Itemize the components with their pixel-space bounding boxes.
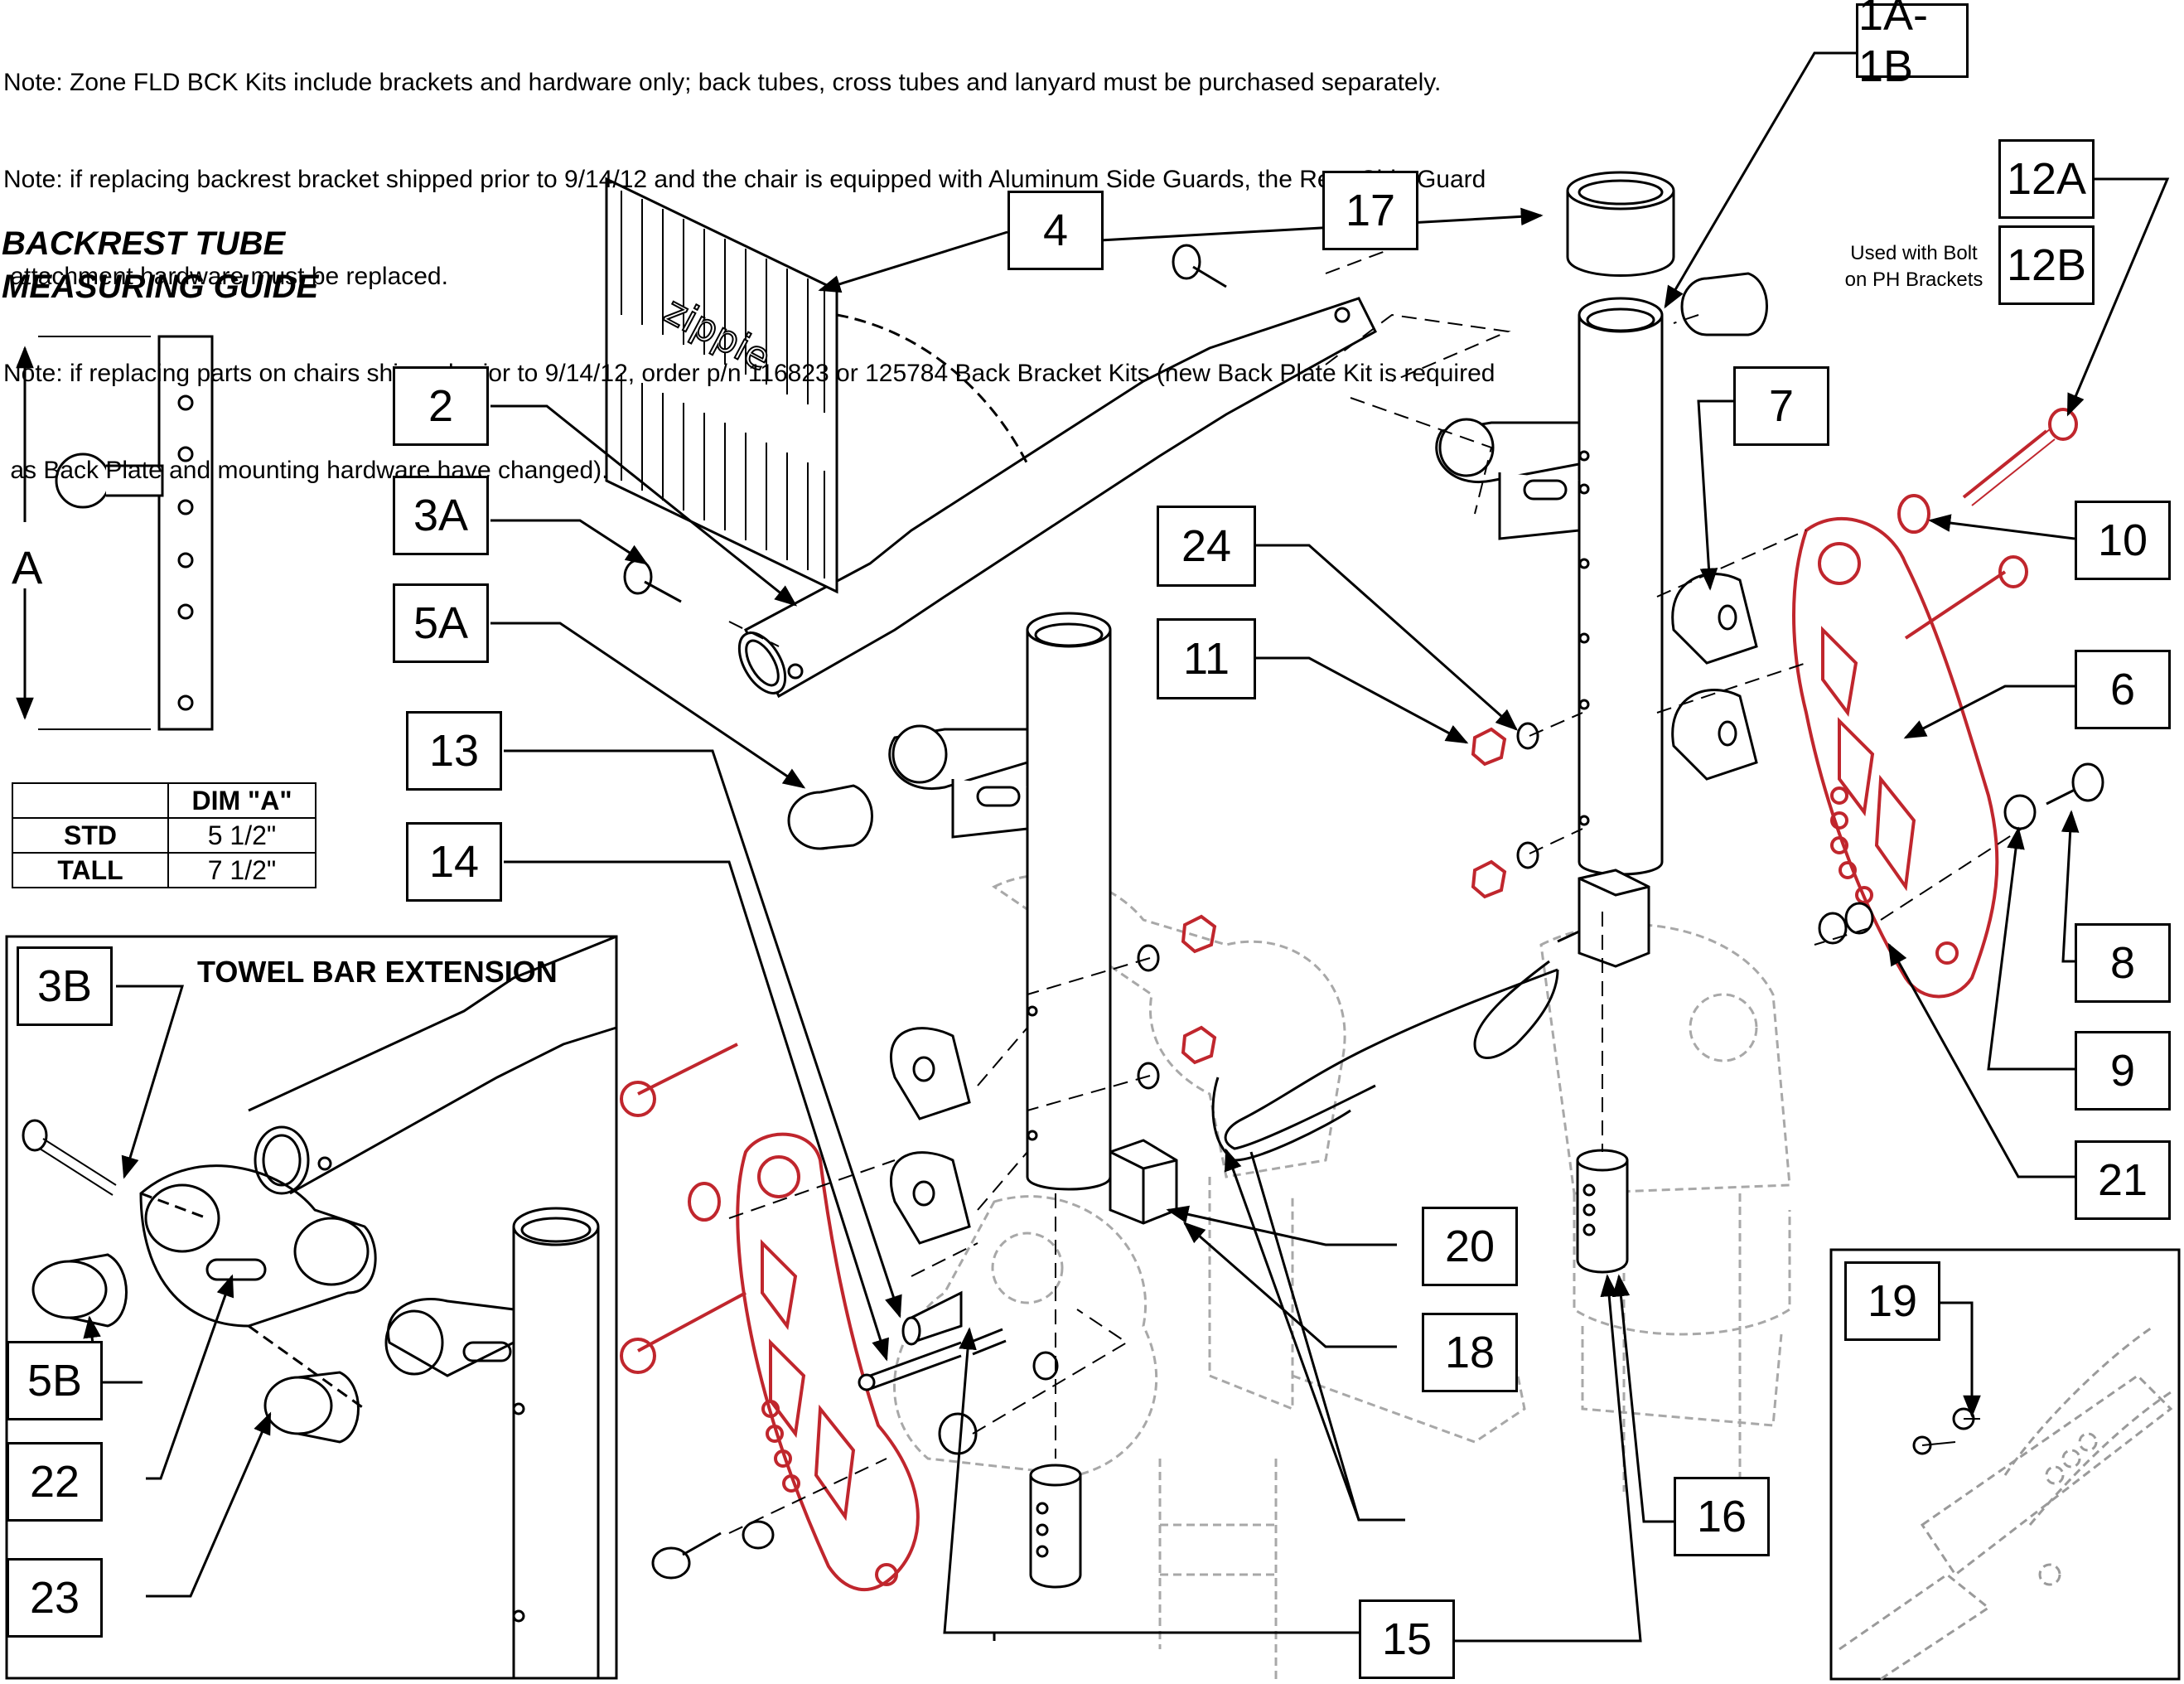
table-row: TALL 7 1/2" — [12, 852, 316, 888]
left-tube-clamp — [888, 724, 1029, 839]
dimension-table: DIM "A" STD 5 1/2" TALL 7 1/2" — [12, 782, 316, 888]
tube-cap — [1566, 171, 1675, 277]
right-backrest-bracket — [1792, 516, 1999, 999]
note-12b: Used with Bolt on PH Brackets — [1844, 242, 1983, 291]
back-plate: zippie — [605, 177, 1029, 594]
right-back-tube — [1578, 297, 1664, 876]
dimension-a-label: A — [12, 541, 43, 593]
callout-6: 6 — [2075, 650, 2171, 729]
bushing-left — [1029, 1464, 1082, 1589]
note-line: attachment hardware must be replaced. — [3, 263, 448, 290]
callout-10: 10 — [2075, 501, 2171, 580]
block-18 — [1109, 1139, 1178, 1225]
callout-2: 2 — [393, 366, 489, 446]
spacer-block-left-upper — [889, 1027, 971, 1120]
callout-1a-1b: 1A-1B — [1856, 0, 1969, 91]
callout-11: 11 — [1157, 618, 1256, 699]
callout-12b: 12B — [1998, 225, 2095, 305]
detail-inset-19 — [1829, 1248, 2181, 1681]
table-header: DIM "A" — [167, 782, 316, 819]
callout-12a: 12A — [1998, 139, 2095, 219]
callout-23: 23 — [7, 1558, 103, 1638]
tube-plug — [1680, 272, 1768, 336]
block-right — [1557, 869, 1650, 968]
callout-19: 19 — [1844, 1261, 1940, 1341]
screw-3a — [623, 559, 682, 603]
callout-8: 8 — [2075, 923, 2171, 1003]
spacer-block-left-lower — [889, 1151, 971, 1245]
screw-lower-left — [651, 1532, 722, 1580]
table-cell — [12, 782, 169, 819]
table-cell: 5 1/2" — [167, 817, 316, 854]
washer-10 — [1897, 494, 1930, 534]
spacer-block-upper — [1671, 573, 1758, 665]
callout-17: 17 — [1322, 171, 1418, 250]
leader-lines — [83, 51, 2170, 1643]
note-line: Note: if replacing backrest bracket ship… — [3, 166, 1486, 193]
guide-title-line1: BACKREST TUBE — [2, 225, 286, 262]
table-cell: TALL — [12, 852, 169, 888]
bushing-16 — [1576, 1149, 1629, 1274]
measuring-guide-graphic — [16, 335, 214, 731]
table-row: DIM "A" — [12, 782, 316, 819]
note-line: as Back Plate and mounting hardware have… — [3, 457, 609, 484]
callout-18: 18 — [1422, 1313, 1518, 1392]
callout-16: 16 — [1674, 1477, 1770, 1556]
lanyard — [1211, 960, 1559, 1162]
callout-5b: 5B — [7, 1341, 103, 1420]
washers — [742, 722, 2037, 1550]
bolt-12a — [1962, 408, 2078, 506]
table-row: STD 5 1/2" — [12, 817, 316, 854]
callout-15: 15 — [1359, 1599, 1455, 1679]
right-tube-clamp — [1435, 418, 1581, 540]
bolt-lower-right — [1904, 555, 2028, 640]
red-nuts — [688, 727, 1507, 1222]
screw-top — [1172, 244, 1227, 288]
guide-title-line2: MEASURING GUIDE — [2, 269, 319, 305]
callout-14: 14 — [406, 822, 502, 902]
table-cell: 7 1/2" — [167, 852, 316, 888]
ghost-chair-frame — [893, 873, 1791, 1682]
bolt-left-lower — [620, 1291, 747, 1374]
callout-24: 24 — [1157, 506, 1256, 587]
end-plug — [787, 784, 873, 850]
callout-3b: 3B — [17, 946, 113, 1026]
bolt-left-upper — [620, 1043, 738, 1117]
left-back-tube — [1026, 612, 1112, 1191]
note-line: Note: Zone FLD BCK Kits include brackets… — [3, 69, 1442, 96]
callout-4: 4 — [1007, 191, 1104, 270]
cross-tube — [737, 297, 1377, 699]
screw-8 — [2046, 762, 2104, 806]
callout-5a: 5A — [393, 583, 489, 663]
callout-20: 20 — [1422, 1207, 1518, 1286]
callout-22: 22 — [7, 1442, 103, 1522]
table-cell: STD — [12, 817, 169, 854]
towel-bar-inset — [5, 935, 618, 1680]
left-backrest-bracket — [736, 1132, 920, 1591]
callout-21: 21 — [2075, 1140, 2171, 1220]
callout-9: 9 — [2075, 1031, 2171, 1111]
callout-3a: 3A — [393, 476, 489, 555]
note-line: Note: if replacing parts on chairs shipp… — [3, 360, 1495, 387]
pins — [858, 1290, 1007, 1455]
assembly-lines — [728, 248, 2022, 1534]
spacer-block-lower — [1671, 689, 1758, 781]
measuring-guide-title: BACKREST TUBE MEASURING GUIDE — [2, 222, 318, 308]
towel-bar-title: TOWEL BAR EXTENSION — [197, 955, 558, 989]
callout-13: 13 — [406, 711, 502, 791]
notes-block: Note: Zone FLD BCK Kits include brackets… — [3, 2, 1495, 519]
callout-7: 7 — [1733, 366, 1829, 446]
